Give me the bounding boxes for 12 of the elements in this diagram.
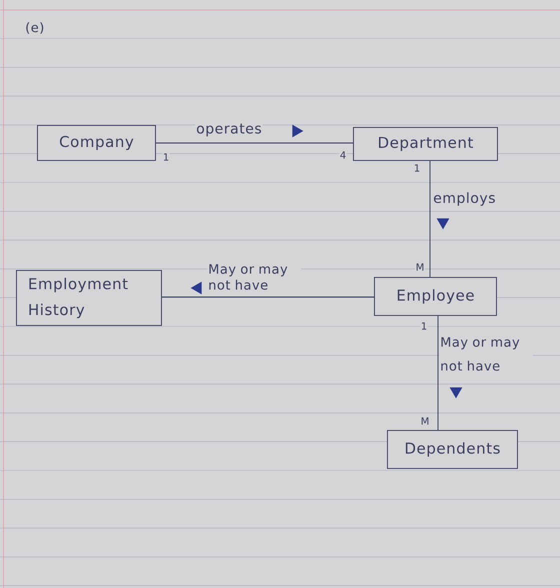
panel-label: (e) xyxy=(24,21,46,35)
edge-label: operates xyxy=(195,122,263,138)
entity-box: Employee xyxy=(374,277,497,316)
edge-label: May or may not have xyxy=(207,263,302,291)
connector xyxy=(155,142,354,144)
entity-box: Company xyxy=(37,125,156,161)
edge-label: May or may not have xyxy=(439,336,534,372)
entity-box: Department xyxy=(353,127,498,161)
connector xyxy=(161,296,374,298)
edge-label: employs xyxy=(432,191,496,207)
entity-box: Dependents xyxy=(387,430,518,469)
entity-box: Employment History xyxy=(16,270,162,326)
